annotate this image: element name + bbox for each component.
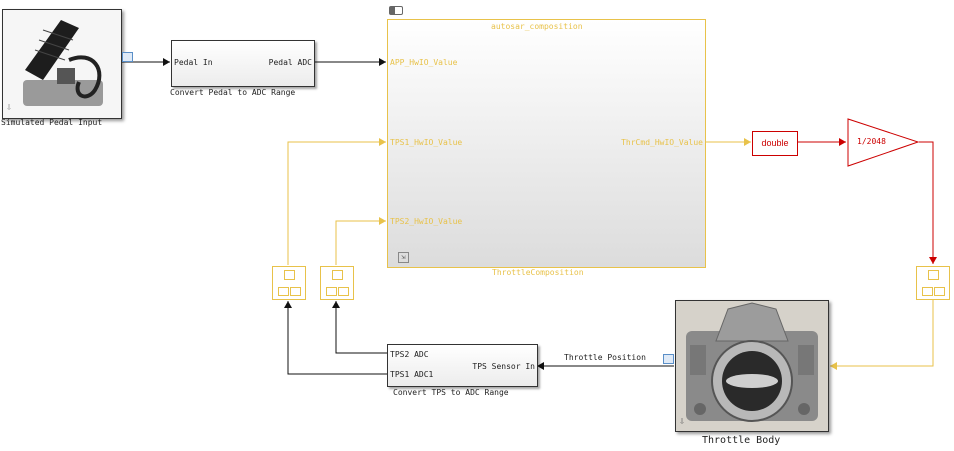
throttle-position-signal-label: Throttle Position xyxy=(564,353,646,362)
signal-tps2-adc-line[interactable] xyxy=(332,301,387,354)
composition-in-tps2: TPS2_HwIO_Value xyxy=(390,217,463,226)
pedal-block[interactable]: ⇩ xyxy=(2,9,122,119)
subsystem-link-icon[interactable] xyxy=(122,52,133,62)
signal-tps1-hwio-line[interactable] xyxy=(287,138,386,265)
convert-tps-block[interactable]: TPS2 ADC TPS1 ADC1 TPS Sensor In xyxy=(387,344,538,387)
scope-icon[interactable] xyxy=(272,266,306,300)
throttle-body-block[interactable]: ⇩ xyxy=(675,300,829,432)
composition-out-thrcmd: ThrCmd_HwIO_Value xyxy=(621,138,703,147)
model-browser-icon[interactable] xyxy=(389,6,403,15)
composition-in-tps1: TPS1_HwIO_Value xyxy=(390,138,463,147)
composition-title: autosar_composition xyxy=(491,22,583,31)
throttle-composition-block[interactable]: autosar_composition APP_HwIO_Value TPS1_… xyxy=(387,19,706,268)
signal-tps1-adc-line[interactable] xyxy=(284,301,387,375)
convert-tps-caption: Convert TPS to ADC Range xyxy=(393,388,509,397)
convert-tps-out-tps2: TPS2 ADC xyxy=(390,350,429,359)
convert-tps-out-tps1: TPS1 ADC1 xyxy=(390,370,434,379)
convert-pedal-in-port: Pedal In xyxy=(174,58,213,67)
convert-tps-in-port: TPS Sensor In xyxy=(472,362,535,371)
convert-pedal-caption: Convert Pedal to ADC Range xyxy=(170,88,296,97)
data-type-conversion-block[interactable]: double xyxy=(752,131,798,156)
expand-icon[interactable]: ⇲ xyxy=(398,252,409,263)
gain-block[interactable] xyxy=(847,118,920,167)
down-arrow-icon: ⇩ xyxy=(679,416,686,427)
gain-label: 1/2048 xyxy=(857,137,886,146)
throttle-body-image xyxy=(676,301,828,431)
scope-icon[interactable] xyxy=(320,266,354,300)
convert-pedal-block[interactable]: Pedal In Pedal ADC xyxy=(171,40,315,87)
subsystem-link-icon[interactable] xyxy=(663,354,674,364)
scope-icon[interactable] xyxy=(916,266,950,300)
pedal-caption: Simulated Pedal Input xyxy=(1,118,103,127)
convert-pedal-out-port: Pedal ADC xyxy=(268,58,312,67)
pedal-image xyxy=(3,10,121,118)
signal-gain-out-line[interactable] xyxy=(919,141,937,264)
composition-caption: ThrottleComposition xyxy=(492,268,584,277)
signal-tps2-hwio-line[interactable] xyxy=(335,217,386,265)
down-arrow-icon: ⇩ xyxy=(6,102,13,113)
throttle-body-caption: Throttle Body xyxy=(702,435,781,446)
composition-in-app: APP_HwIO_Value xyxy=(390,58,458,67)
signal-throttle-cmd-line[interactable] xyxy=(830,298,934,370)
